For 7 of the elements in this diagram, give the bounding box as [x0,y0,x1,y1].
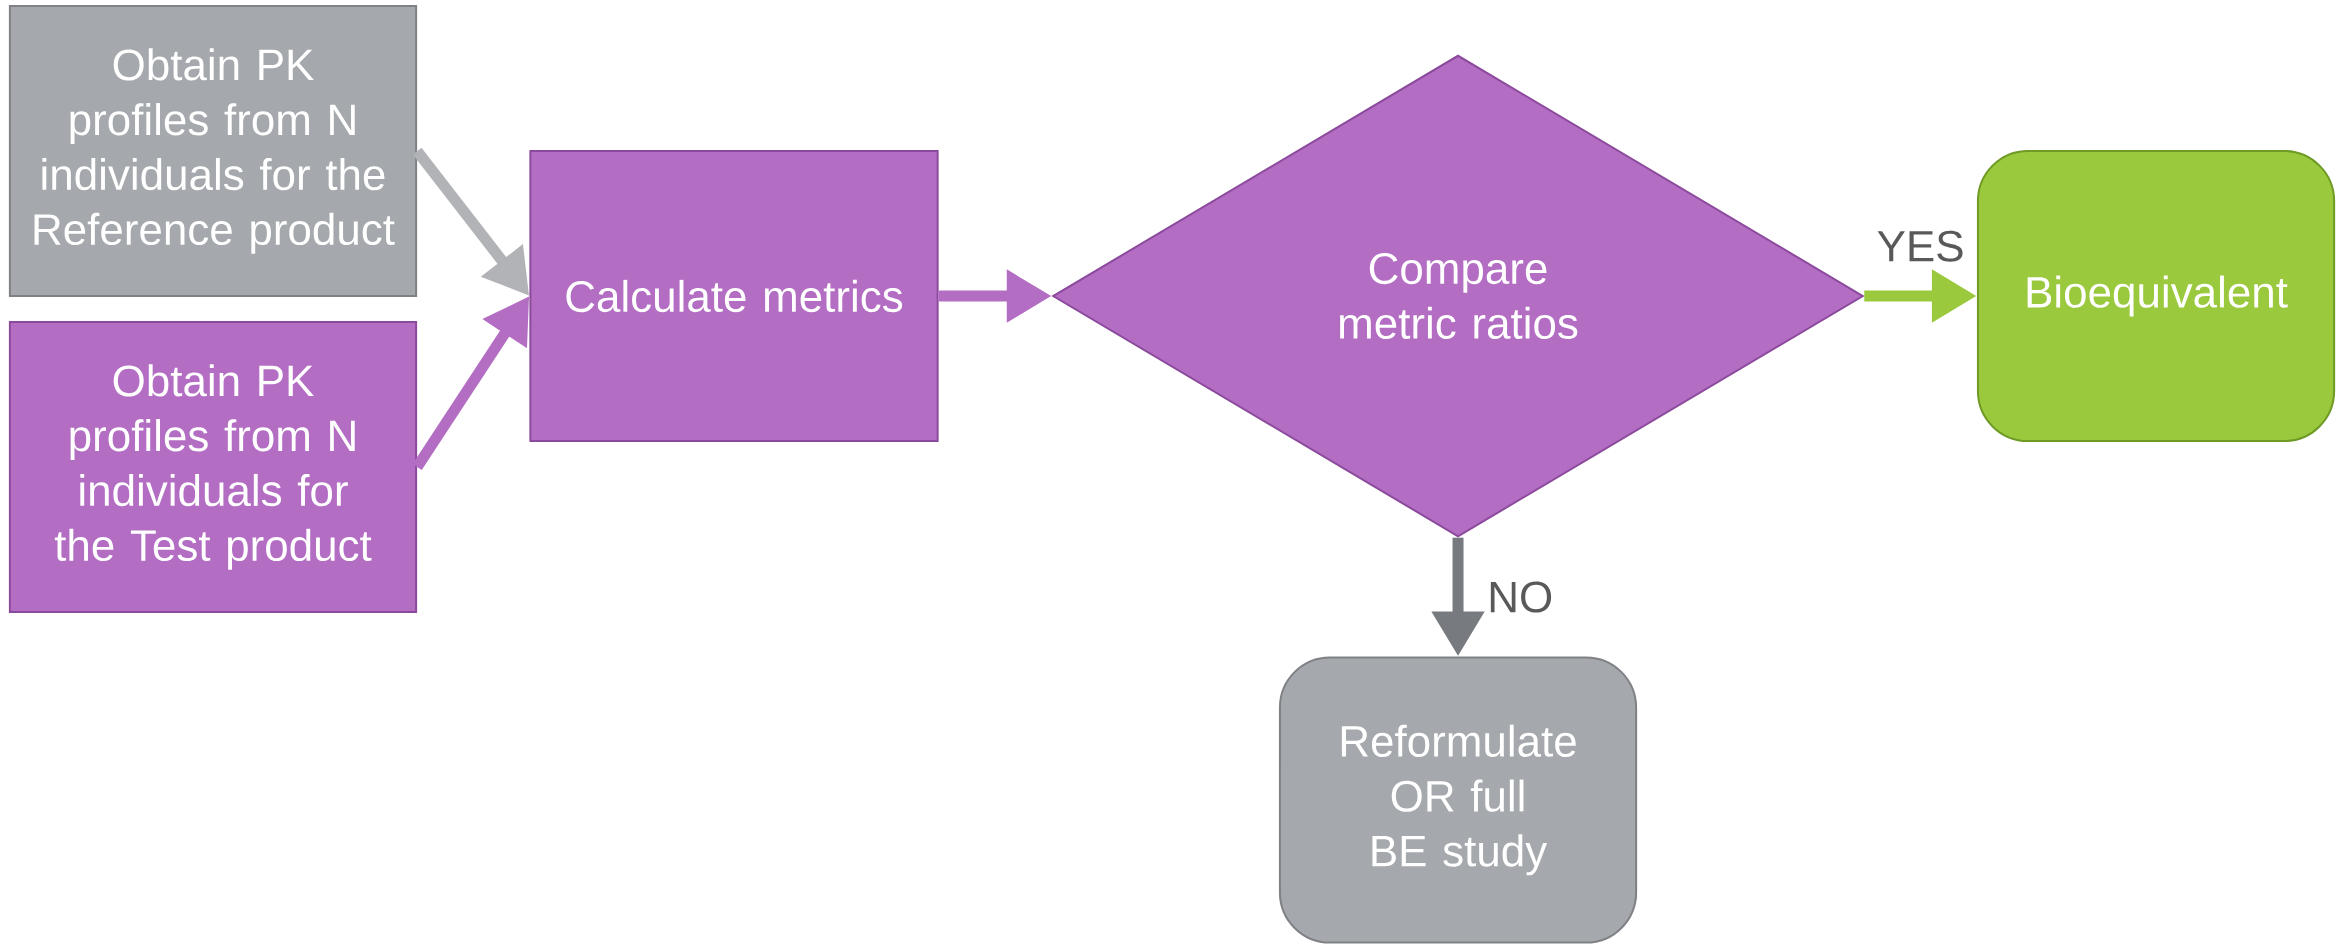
process-box: Obtain PK profiles from N individuals for the Test product [8,320,418,614]
rounded-box: Bioequivalent [1976,149,2336,443]
edge-label: YES [1877,230,1963,262]
edge-label: NO [1490,581,1552,613]
process-box: Obtain PK profiles from N individuals for the Reference product [8,4,418,298]
rounded-box: Reformulate OR full BE study [1278,656,1638,944]
process-box: Calculate metrics [529,149,939,443]
